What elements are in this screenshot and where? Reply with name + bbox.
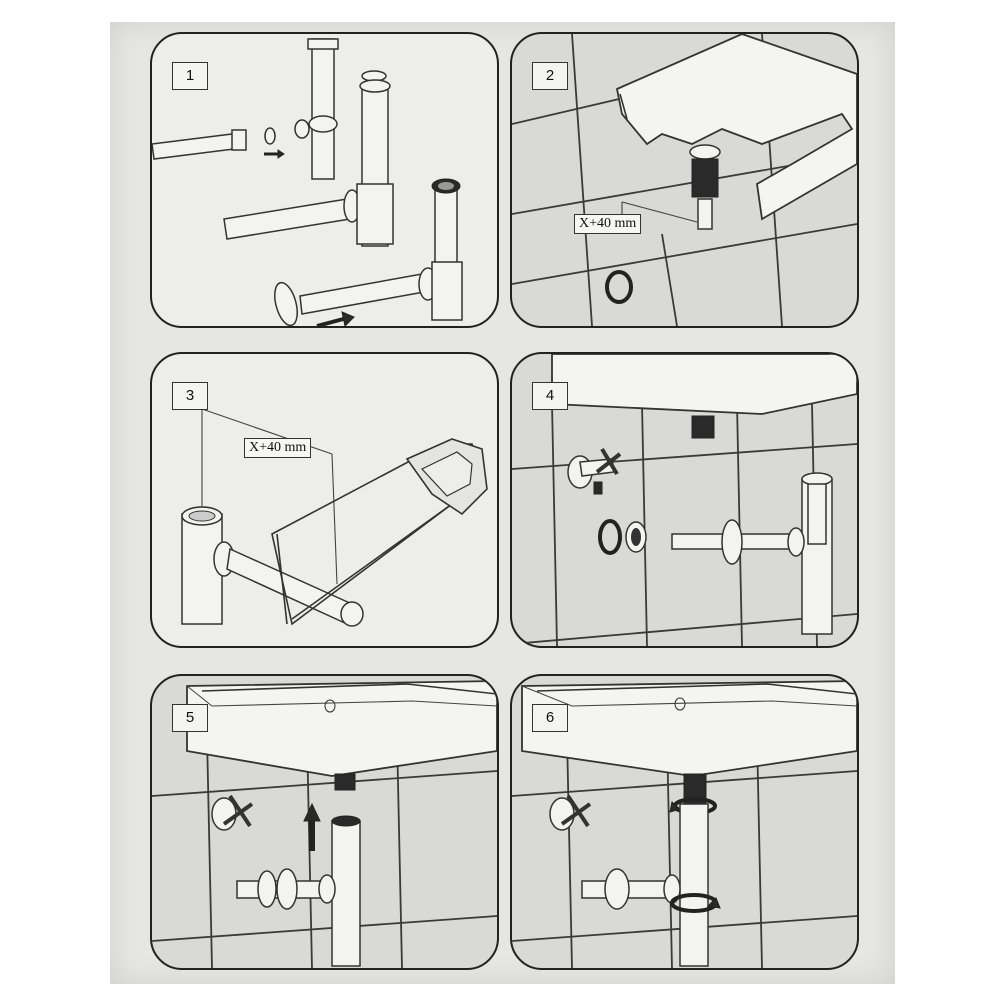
step-6-panel: 6 [510, 674, 859, 970]
siphon-assembly-c [274, 178, 463, 326]
basin-cutaway [615, 34, 857, 230]
step-3-panel: 3 X+40 mm [150, 352, 499, 648]
step-number: 2 [532, 62, 568, 90]
step-1-panel: 1 [150, 32, 499, 328]
step-2-panel: 2 X+40 mm [510, 32, 859, 328]
dimension-label: X+40 mm [244, 438, 312, 458]
step-number: 4 [532, 382, 568, 410]
wall-valve [211, 794, 254, 831]
hacksaw [271, 438, 488, 626]
siphon-connect-illustration [152, 680, 497, 968]
wall-seals [598, 519, 647, 555]
step-4-panel: 4 [510, 352, 859, 648]
step-number: 6 [532, 704, 568, 732]
hacksaw-cut-illustration [181, 408, 488, 627]
siphon-body [181, 506, 364, 627]
step-number: 5 [172, 704, 208, 732]
siphon-assembly [581, 803, 709, 967]
basin-measure-illustration [512, 34, 857, 326]
dimension-label: X+40 mm [574, 214, 642, 234]
step-5-panel: 5 [150, 674, 499, 970]
wall-valve [567, 447, 622, 495]
siphon-assembly-a [152, 38, 339, 180]
wall-connection-illustration [512, 354, 857, 646]
basin [521, 680, 857, 805]
siphon-tighten-illustration [512, 680, 857, 968]
basin [186, 680, 497, 791]
siphon-assembly [671, 472, 833, 635]
step-number: 1 [172, 62, 208, 90]
siphon-parts-illustration [152, 38, 463, 326]
rotation-arrow-bottom [670, 893, 721, 913]
siphon-assembly-b [223, 70, 394, 247]
step-number: 3 [172, 382, 208, 410]
basin-underside [551, 354, 857, 439]
wall-tiles [512, 735, 857, 968]
wall-valve [549, 794, 592, 831]
up-arrow [303, 802, 321, 851]
siphon-assembly [236, 815, 361, 967]
instruction-sheet: 1 [110, 22, 895, 984]
wall-tiles [152, 735, 497, 968]
